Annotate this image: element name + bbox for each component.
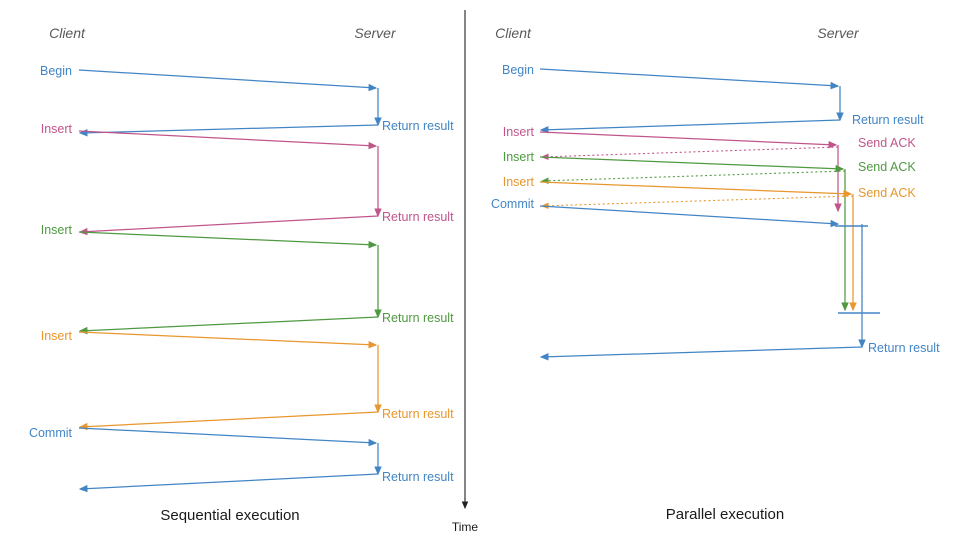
response-arrow-parallel-0	[539, 119, 841, 134]
response-label-sequential-3: Return result	[382, 407, 454, 421]
request-label-parallel-3: Insert	[503, 175, 535, 189]
response-arrow-sequential-0	[78, 124, 379, 137]
request-arrow-parallel-2	[539, 156, 845, 173]
response-arrow-sequential-2	[78, 316, 379, 335]
request-arrow-parallel-1	[539, 131, 838, 149]
ack-arrow-parallel-1	[540, 146, 839, 161]
request-arrow-sequential-2	[78, 231, 378, 249]
ack-label-parallel-2: Send ACK	[858, 160, 916, 174]
request-arrow-sequential-0	[78, 69, 378, 92]
response-arrow-sequential-4	[78, 473, 379, 493]
ack-arrow-parallel-3	[540, 195, 854, 210]
request-label-sequential-3: Insert	[41, 329, 73, 343]
request-label-parallel-2: Insert	[503, 150, 535, 164]
ack-arrow-parallel-2	[540, 170, 846, 185]
response-arrow-sequential-3	[78, 411, 379, 431]
response-label-sequential-1: Return result	[382, 210, 454, 224]
request-arrow-parallel-4	[539, 205, 840, 228]
request-label-parallel-1: Insert	[503, 125, 535, 139]
time-axis-label: Time	[452, 520, 479, 534]
ack-label-parallel-3: Send ACK	[858, 186, 916, 200]
request-label-sequential-4: Commit	[29, 426, 73, 440]
right-panel-server-label: Server	[817, 25, 860, 41]
request-arrow-sequential-1	[78, 130, 378, 150]
request-label-sequential-2: Insert	[41, 223, 73, 237]
left-panel-client-label: Client	[49, 25, 86, 41]
request-arrow-sequential-3	[78, 331, 378, 349]
response-label-sequential-4: Return result	[382, 470, 454, 484]
response-arrow-parallel-4	[539, 346, 863, 361]
response-label-parallel-4: Return result	[868, 341, 940, 355]
ack-label-parallel-1: Send ACK	[858, 136, 916, 150]
request-label-sequential-0: Begin	[40, 64, 72, 78]
response-label-sequential-2: Return result	[382, 311, 454, 325]
request-label-sequential-1: Insert	[41, 122, 73, 136]
right-panel-client-label: Client	[495, 25, 532, 41]
request-label-parallel-4: Commit	[491, 197, 535, 211]
response-arrow-sequential-1	[78, 215, 379, 236]
right-panel-caption: Parallel execution	[666, 506, 784, 523]
left-panel-caption: Sequential execution	[160, 507, 299, 524]
request-arrow-sequential-4	[78, 427, 378, 447]
response-label-parallel-0: Return result	[852, 113, 924, 127]
left-panel-server-label: Server	[354, 25, 397, 41]
response-label-sequential-0: Return result	[382, 119, 454, 133]
request-arrow-parallel-0	[539, 68, 840, 90]
request-label-parallel-0: Begin	[502, 63, 534, 77]
request-arrow-parallel-3	[539, 181, 853, 198]
